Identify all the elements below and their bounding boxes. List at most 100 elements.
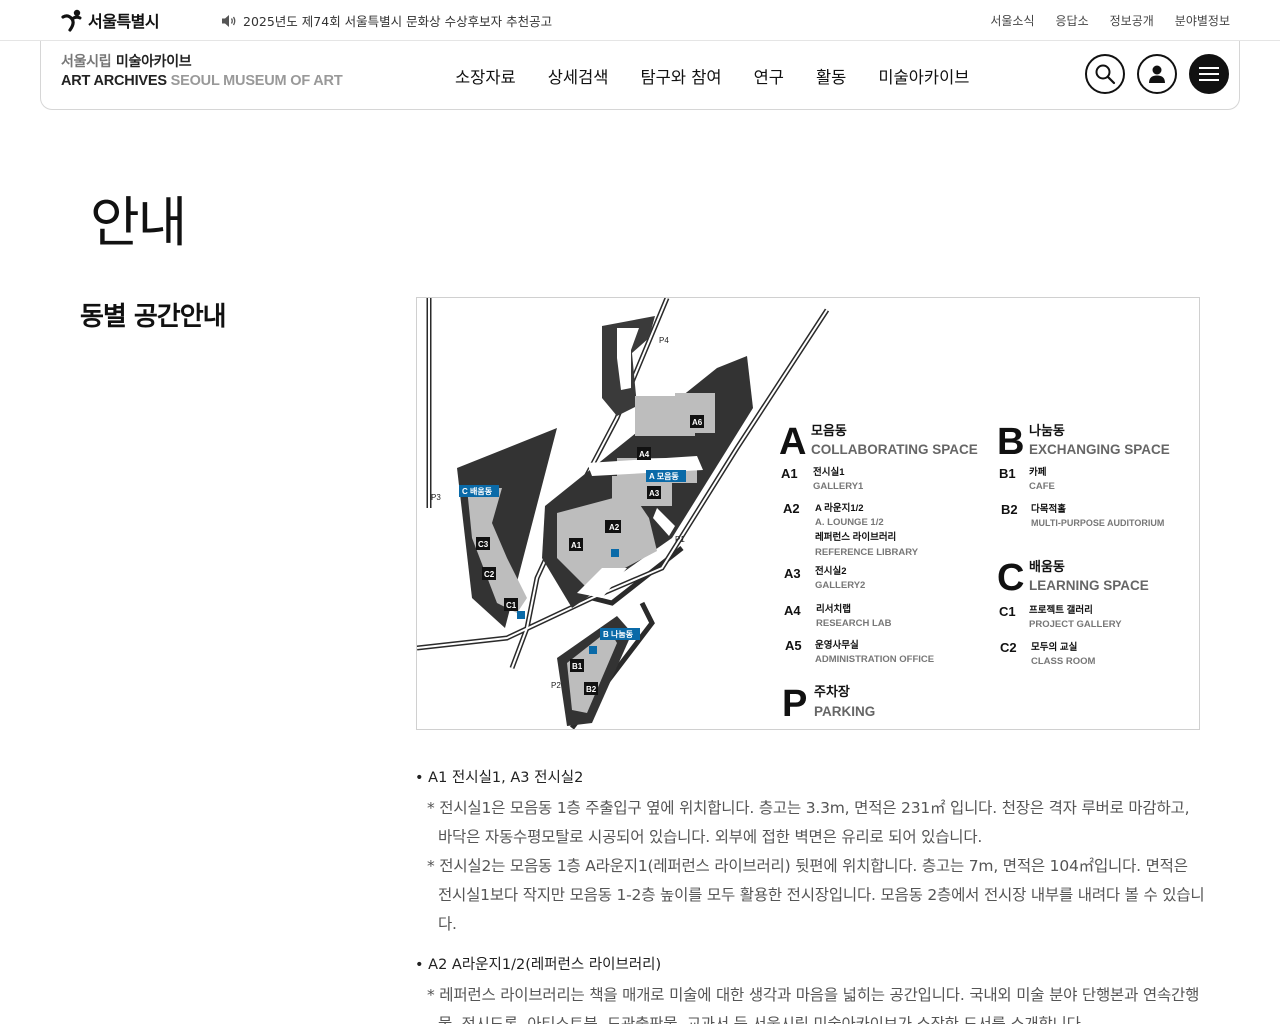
tag-c: C 배움동 xyxy=(462,486,493,496)
parking-label-p4: P4 xyxy=(659,336,669,345)
legend-b-letter: B xyxy=(997,421,1024,463)
tag-b: B 나눔동 xyxy=(603,629,634,639)
site-logo[interactable]: 서울시립 미술아카이브 ART ARCHIVES SEOUL MUSEUM OF… xyxy=(61,54,343,89)
search-icon xyxy=(1095,64,1116,85)
map-label-a4: A4 xyxy=(639,450,650,459)
speaker-icon xyxy=(222,14,236,27)
parking-label-p2: P2 xyxy=(551,681,561,690)
main-header: 서울시립 미술아카이브 ART ARCHIVES SEOUL MUSEUM OF… xyxy=(40,41,1240,110)
logo-line1-b: 미술아카이브 xyxy=(115,54,192,70)
legend-a1-ko: 전시실1 xyxy=(813,466,845,478)
legend-c2-ko: 모두의 교실 xyxy=(1031,641,1078,653)
utility-links: 서울소식 응답소 정보공개 분야별정보 xyxy=(990,12,1230,29)
legend-b1-code: B1 xyxy=(999,466,1016,481)
legend-a-ko: 모음동 xyxy=(811,423,847,438)
legend-c-en: LEARNING SPACE xyxy=(1029,578,1149,593)
nav-activity[interactable]: 활동 xyxy=(816,68,847,87)
util-link-info[interactable]: 정보공개 xyxy=(1109,14,1154,28)
map-label-b2: B2 xyxy=(586,685,597,694)
legend-a5-en: ADMINISTRATION OFFICE xyxy=(815,654,934,665)
utility-bar: 서울특별시 2025년도 제74회 서울특별시 문화상 수상후보자 추천공고 서… xyxy=(0,0,1280,41)
desc-group-a2: • A2 A라운지1/2(레퍼런스 라이브러리) * 레퍼런스 라이브러리는 책… xyxy=(415,953,1205,1024)
space-descriptions: • A1 전시실1, A3 전시실2 * 전시실1은 모음동 1층 주출입구 옆… xyxy=(415,766,1205,1024)
legend-a2-code: A2 xyxy=(783,501,800,516)
desc-paragraph: * 전시실2는 모음동 1층 A라운지1(레퍼런스 라이브러리) 뒷편에 위치합… xyxy=(427,857,1205,933)
legend-c-letter: C xyxy=(997,557,1024,599)
menu-button[interactable] xyxy=(1189,54,1229,94)
desc-heading: • A2 A라운지1/2(레퍼런스 라이브러리) xyxy=(415,957,662,973)
logo-line1-a: 서울시립 xyxy=(61,54,116,70)
legend-a5-ko: 운영사무실 xyxy=(815,639,859,651)
parking-labels: P4 P1 P2 P3 xyxy=(431,336,685,690)
nav-art-archive[interactable]: 미술아카이브 xyxy=(878,68,970,87)
map-label-c1: C1 xyxy=(506,601,517,610)
legend-c1-en: PROJECT GALLERY xyxy=(1029,619,1122,630)
util-link-news[interactable]: 서울소식 xyxy=(990,14,1035,28)
legend-a2-en: A. LOUNGE 1/2 xyxy=(815,517,884,528)
legend-a5-code: A5 xyxy=(785,638,802,653)
map-legend: A 모음동 COLLABORATING SPACE A1 전시실1 GALLER… xyxy=(779,421,1170,725)
search-button[interactable] xyxy=(1085,54,1125,94)
legend-c1-code: C1 xyxy=(999,604,1016,619)
legend-a4-en: RESEARCH LAB xyxy=(816,618,892,629)
nav-collection[interactable]: 소장자료 xyxy=(455,68,516,87)
legend-a1-en: GALLERY1 xyxy=(813,481,864,492)
legend-c2-en: CLASS ROOM xyxy=(1031,656,1095,667)
logo-line2-b: SEOUL MUSEUM OF ART xyxy=(170,73,343,89)
map-label-a6: A6 xyxy=(692,418,703,427)
legend-a4-ko: 리서치랩 xyxy=(816,603,851,615)
legend-b1-en: CAFE xyxy=(1029,481,1055,492)
map-label-c3: C3 xyxy=(478,540,489,549)
legend-b2-code: B2 xyxy=(1001,502,1018,517)
legend-a3-ko: 전시실2 xyxy=(815,565,847,577)
legend-c-ko: 배움동 xyxy=(1029,559,1065,574)
building-tags: A 모음동 C 배움동 B 나눔동 xyxy=(459,470,686,654)
seoul-logo-text: 서울특별시 xyxy=(88,12,160,31)
nav-research[interactable]: 연구 xyxy=(753,68,784,87)
legend-a2-ko2: 레퍼런스 라이브러리 xyxy=(815,531,896,543)
nav-explore[interactable]: 탐구와 참여 xyxy=(640,68,722,87)
site-map-svg: A1 A1 A2 A3 A4 A6 C3 xyxy=(417,298,1170,729)
legend-b2-ko: 다목적홀 xyxy=(1031,503,1066,515)
desc-paragraph: * 레퍼런스 라이브러리는 책을 매개로 미술에 대한 생각과 마음을 넓히는 … xyxy=(427,986,1200,1024)
room-markers: A1 A2 A3 A4 A6 C3 C2 C1 B1 B2 xyxy=(476,415,704,695)
desc-heading: • A1 전시실1, A3 전시실2 xyxy=(415,770,584,786)
hamburger-icon xyxy=(1199,67,1219,81)
logo-line2-a: ART ARCHIVES xyxy=(61,73,171,89)
util-link-field[interactable]: 분야별정보 xyxy=(1174,14,1230,28)
legend-b2-en: MULTI-PURPOSE AUDITORIUM xyxy=(1031,518,1164,528)
legend-b-ko: 나눔동 xyxy=(1029,423,1065,438)
desc-paragraph: * 전시실1은 모음동 1층 주출입구 옆에 위치합니다. 층고는 3.3m, … xyxy=(427,799,1190,846)
legend-a2-ko: A 라운지1/2 xyxy=(815,502,864,514)
seoul-logo-icon xyxy=(61,9,82,32)
legend-a4-code: A4 xyxy=(784,603,801,618)
nav-detail-search[interactable]: 상세검색 xyxy=(547,68,609,87)
user-icon xyxy=(1149,65,1165,83)
legend-a2-en2: REFERENCE LIBRARY xyxy=(815,547,919,558)
legend-c2-code: C2 xyxy=(1000,640,1017,655)
legend-c1-ko: 프로젝트 갤러리 xyxy=(1029,604,1093,616)
legend-a3-code: A3 xyxy=(784,566,801,581)
notice-text[interactable]: 2025년도 제74회 서울특별시 문화상 수상후보자 추천공고 xyxy=(243,14,553,29)
map-label-a1b: A1 xyxy=(571,541,582,550)
parking-label-p3: P3 xyxy=(431,493,441,502)
desc-group-a1-a3: • A1 전시실1, A3 전시실2 * 전시실1은 모음동 1층 주출입구 옆… xyxy=(415,766,1205,939)
legend-a3-en: GALLERY2 xyxy=(815,580,865,591)
legend-p-letter: P xyxy=(782,683,807,725)
header-buttons xyxy=(1085,54,1229,94)
global-nav: 소장자료 상세검색 탐구와 참여 연구 활동 미술아카이브 xyxy=(455,64,969,88)
building-map: A1 A1 A2 A3 A4 A6 C3 xyxy=(416,297,1200,730)
legend-p-en: PARKING xyxy=(814,704,875,719)
notice-ticker[interactable]: 2025년도 제74회 서울특별시 문화상 수상후보자 추천공고 xyxy=(221,11,552,30)
legend-b1-ko: 카페 xyxy=(1029,466,1047,478)
map-label-a3: A3 xyxy=(649,489,660,498)
tag-a: A 모음동 xyxy=(649,471,679,481)
user-button[interactable] xyxy=(1137,54,1177,94)
map-label-a2: A2 xyxy=(609,523,620,532)
legend-a1-code: A1 xyxy=(781,466,798,481)
seoul-city-logo[interactable]: 서울특별시 xyxy=(60,5,160,35)
util-link-response[interactable]: 응답소 xyxy=(1055,14,1089,28)
legend-a-letter: A xyxy=(779,421,806,463)
section-title: 동별 공간안내 xyxy=(80,302,227,332)
legend-b-en: EXCHANGING SPACE xyxy=(1029,442,1170,457)
